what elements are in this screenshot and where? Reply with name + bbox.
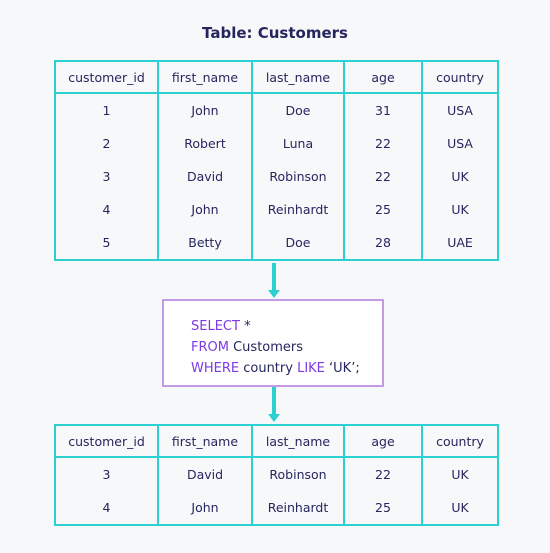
column-header: age bbox=[343, 61, 422, 94]
sql-text: ‘UK’; bbox=[324, 361, 360, 376]
sql-text: Customers bbox=[228, 340, 304, 355]
table-cell: UAE bbox=[421, 226, 498, 260]
table-cell: 28 bbox=[343, 226, 422, 260]
table-cell: Doe bbox=[251, 226, 344, 260]
table-row: 4 John Reinhardt 25 UK bbox=[55, 491, 498, 525]
table-cell: 22 bbox=[343, 160, 422, 193]
column-header: customer_id bbox=[55, 425, 158, 458]
arrow-down-icon bbox=[268, 414, 280, 422]
sql-keyword: WHERE bbox=[191, 361, 240, 376]
column-header: age bbox=[343, 425, 422, 458]
column-header: first_name bbox=[157, 425, 252, 458]
table-cell: 25 bbox=[343, 491, 422, 525]
table-cell: John bbox=[157, 491, 252, 525]
table-cell: Reinhardt bbox=[251, 193, 344, 226]
table-cell: John bbox=[157, 93, 252, 127]
table-cell: 31 bbox=[343, 93, 422, 127]
table-cell: David bbox=[157, 457, 252, 491]
table-row: 4 John Reinhardt 25 UK bbox=[55, 193, 498, 226]
table-cell: 5 bbox=[102, 235, 111, 250]
table-cell: Robert bbox=[157, 127, 252, 160]
table-cell: Doe bbox=[251, 93, 344, 127]
table-cell: Robinson bbox=[251, 160, 344, 193]
table-cell: USA bbox=[421, 93, 498, 127]
arrow-shaft bbox=[272, 263, 276, 291]
column-header: customer_id bbox=[55, 61, 158, 94]
sql-keyword: FROM bbox=[191, 340, 229, 355]
header-row: customer_id first_name last_name age cou… bbox=[55, 61, 498, 94]
table-cell: 22 bbox=[343, 457, 422, 491]
sql-line-select: SELECT * bbox=[191, 316, 382, 337]
table-cell: 22 bbox=[343, 127, 422, 160]
header-row: customer_id first_name last_name age cou… bbox=[55, 425, 498, 458]
table-cell: Luna bbox=[251, 127, 344, 160]
table-cell: USA bbox=[421, 127, 498, 160]
table-title: Table: Customers bbox=[202, 24, 348, 42]
table-row: 2 Robert Luna 22 USA bbox=[55, 127, 498, 160]
result-table: customer_id first_name last_name age cou… bbox=[54, 424, 499, 526]
sql-line-from: FROM Customers bbox=[191, 337, 382, 358]
sql-text: * bbox=[239, 319, 251, 334]
table-cell: 1 bbox=[102, 103, 111, 118]
table-cell: UK bbox=[421, 491, 498, 525]
table-cell: 25 bbox=[343, 193, 422, 226]
table-cell: Reinhardt bbox=[251, 491, 344, 525]
table-cell: John bbox=[157, 193, 252, 226]
table-cell: UK bbox=[421, 457, 498, 491]
table-row: 3 David Robinson 22 UK bbox=[55, 160, 498, 193]
column-header: country bbox=[421, 61, 498, 94]
column-header: first_name bbox=[157, 61, 252, 94]
table-cell: 2 bbox=[102, 136, 111, 151]
sql-text: country bbox=[239, 361, 298, 376]
sql-keyword: LIKE bbox=[297, 361, 325, 376]
arrow-shaft bbox=[272, 387, 276, 415]
sql-query-box: SELECT * FROM Customers WHERE country LI… bbox=[162, 299, 384, 387]
table-cell: 4 bbox=[102, 202, 111, 217]
table-row: 5 Betty Doe 28 UAE bbox=[55, 226, 498, 260]
column-header: last_name bbox=[251, 425, 344, 458]
table-row: 3 David Robinson 22 UK bbox=[55, 457, 498, 491]
table-cell: Robinson bbox=[251, 457, 344, 491]
arrow-down-icon bbox=[268, 290, 280, 298]
customers-table: customer_id first_name last_name age cou… bbox=[54, 60, 499, 261]
table-cell: David bbox=[157, 160, 252, 193]
table-row: 1 John Doe 31 USA bbox=[55, 93, 498, 127]
table-cell: 3 bbox=[102, 467, 111, 482]
table-cell: 3 bbox=[102, 169, 111, 184]
sql-line-where: WHERE country LIKE ‘UK’; bbox=[191, 358, 382, 379]
column-header: last_name bbox=[251, 61, 344, 94]
table-cell: UK bbox=[421, 160, 498, 193]
sql-keyword: SELECT bbox=[191, 319, 240, 334]
column-header: country bbox=[421, 425, 498, 458]
table-cell: 4 bbox=[102, 500, 111, 515]
table-cell: UK bbox=[421, 193, 498, 226]
table-cell: Betty bbox=[157, 226, 252, 260]
